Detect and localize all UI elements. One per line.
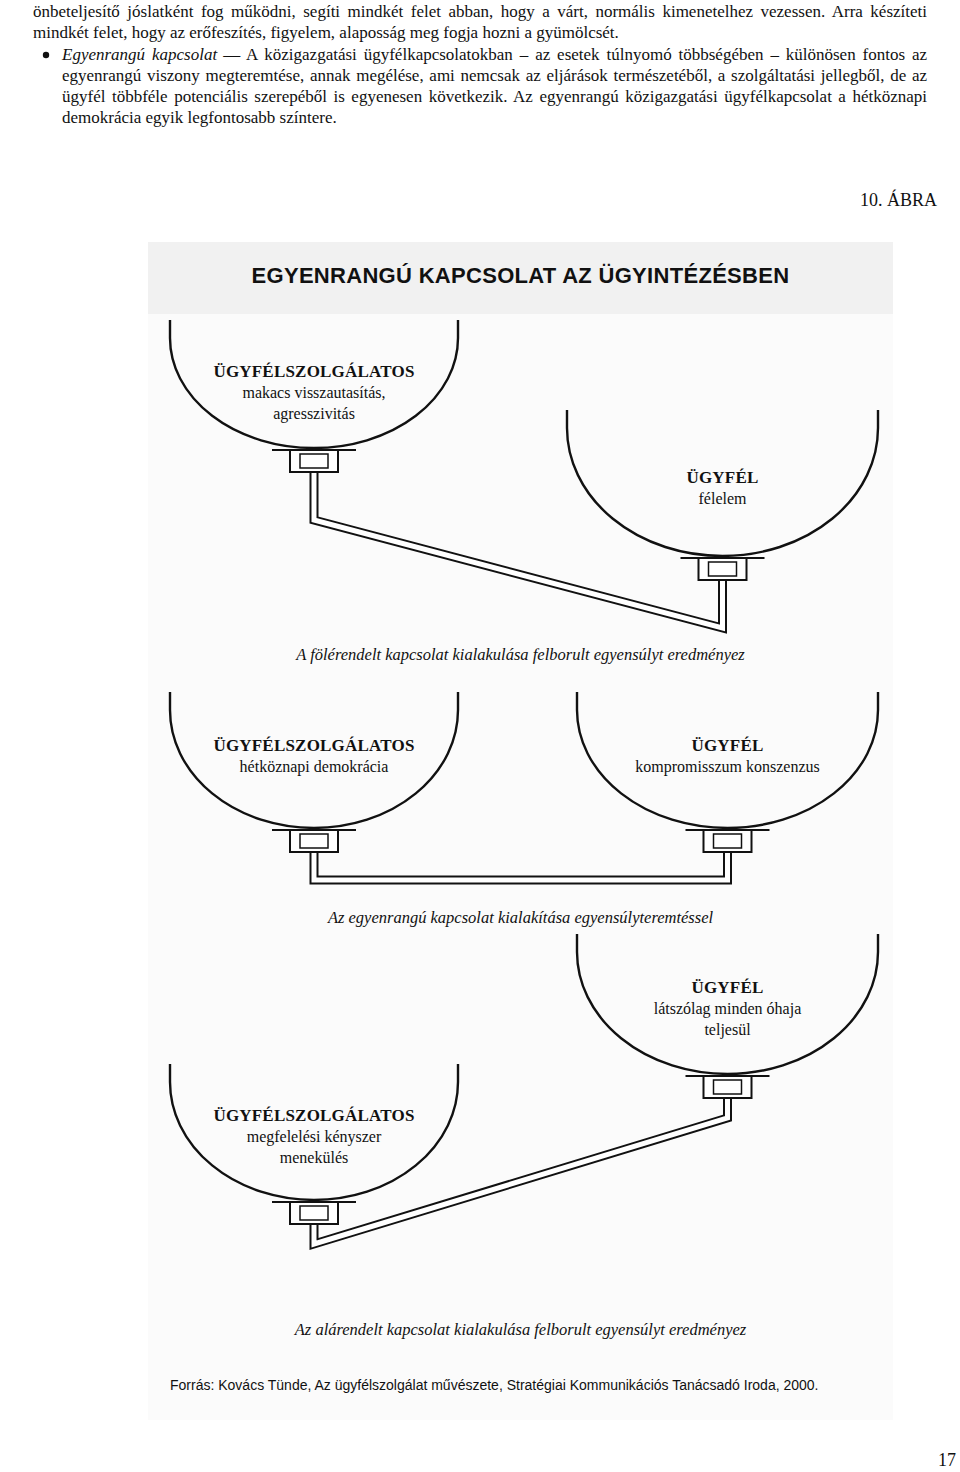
pan-foot-inner	[300, 1206, 328, 1220]
pan-heading: ÜGYFÉLSZOLGÁLATOS	[183, 1106, 445, 1126]
beam-inner	[314, 1076, 728, 1244]
pan-foot	[704, 1076, 752, 1098]
beam-outer	[314, 830, 728, 880]
figure-ground	[148, 242, 893, 1420]
pan-foot	[290, 450, 338, 472]
pan-foot-inner	[300, 454, 328, 468]
pan-foot	[704, 830, 752, 852]
pan-heading: ÜGYFÉLSZOLGÁLATOS	[183, 362, 445, 382]
bullet-paragraph: Egyenrangú kapcsolat— A közigazgatási üg…	[62, 44, 927, 128]
page-number: 17	[938, 1450, 956, 1471]
pan-foot-inner	[714, 1080, 742, 1094]
beam-inner	[314, 450, 723, 628]
pan-foot-inner	[714, 834, 742, 848]
pan-body: félelem	[625, 488, 820, 509]
pan-body: makacs visszautasítás, agresszivitás	[224, 382, 405, 424]
bowl-curve	[170, 320, 458, 448]
body-paragraph: önbeteljesítő jóslatként fog működni, se…	[33, 1, 927, 43]
pan-body: kompromisszum konszenzus	[633, 756, 822, 777]
pan-foot-inner	[300, 834, 328, 848]
scale-beam	[272, 830, 770, 880]
scale-pan: ÜGYFÉLfélelem	[565, 428, 880, 558]
source-caption: Forrás: Kovács Tünde, Az ügyfélszolgálat…	[170, 1377, 819, 1393]
pan-heading: ÜGYFÉLSZOLGÁLATOS	[183, 736, 445, 756]
pan-body: megfelelési kényszer menekülés	[224, 1126, 405, 1168]
scale-pan: ÜGYFÉLSZOLGÁLATOSmegfelelési kényszer me…	[168, 1082, 460, 1202]
pan-heading: ÜGYFÉL	[590, 978, 865, 998]
scale-caption: Az alárendelt kapcsolat kialakulása felb…	[148, 1320, 893, 1340]
pan-body: látszólag minden óhaja teljesül	[633, 998, 822, 1040]
scale-caption: Az egyenrangú kapcsolat kialakítása egye…	[148, 908, 893, 928]
bowl-curve	[577, 692, 878, 828]
scale-pan: ÜGYFÉLkompromisszum konszenzus	[575, 710, 880, 830]
pan-body: hétköznapi demokrácia	[224, 756, 405, 777]
scale-pan: ÜGYFÉLlátszólag minden óhaja teljesül	[575, 952, 880, 1076]
bowl-curve	[577, 934, 878, 1074]
beam-outer	[314, 1076, 728, 1244]
pan-foot	[290, 1202, 338, 1224]
pan-foot	[290, 830, 338, 852]
scale-pan: ÜGYFÉLSZOLGÁLATOShétköznapi demokrácia	[168, 710, 460, 830]
term: Egyenrangú kapcsolat	[62, 45, 217, 64]
scale-pan: ÜGYFÉLSZOLGÁLATOSmakacs visszautasítás, …	[168, 338, 460, 450]
bullet	[43, 52, 49, 58]
pan-foot	[699, 558, 747, 580]
figure-title: EGYENRANGÚ KAPCSOLAT AZ ÜGYINTÉZÉSBEN	[148, 263, 893, 289]
beam-inner	[314, 830, 728, 880]
pan-heading: ÜGYFÉL	[590, 736, 865, 756]
bowl-curve	[567, 410, 878, 556]
pan-foot-inner	[709, 562, 737, 576]
scale-caption: A fölérendelt kapcsolat kialakulása felb…	[148, 645, 893, 665]
bowl-curve	[170, 692, 458, 828]
bowl-curve	[170, 1064, 458, 1200]
figure-number: 10. ÁBRA	[860, 190, 937, 211]
pan-heading: ÜGYFÉL	[580, 468, 865, 488]
beam-outer	[314, 450, 723, 628]
